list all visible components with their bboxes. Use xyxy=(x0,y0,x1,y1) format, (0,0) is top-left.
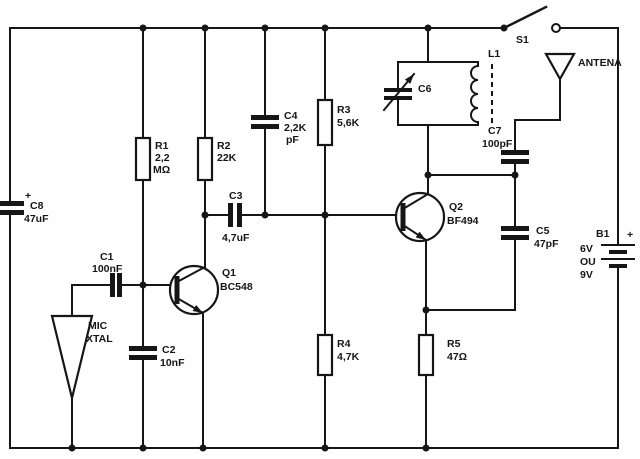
b1-voltage-2: OU xyxy=(580,256,596,268)
c2-label: C2 xyxy=(162,344,176,356)
switch-s1: S1 xyxy=(500,5,561,46)
capacitor-c4: C4 2,2K pF xyxy=(251,110,307,146)
r4-label: R4 xyxy=(337,338,351,350)
microphone-mic: MIC XTAL xyxy=(50,314,113,399)
q2-label: Q2 xyxy=(449,201,463,213)
junction-dots xyxy=(68,24,519,452)
c6-label: C6 xyxy=(418,83,432,95)
transistor-q2: Q2 BF494 xyxy=(394,191,479,243)
c8-value: 47uF xyxy=(24,213,49,225)
resistor-r4: R4 4,7K xyxy=(316,333,360,377)
q2-part: BF494 xyxy=(447,215,479,227)
r5-value: 47Ω xyxy=(447,351,467,363)
r4-value: 4,7K xyxy=(337,351,360,363)
c8-polarity-label: + xyxy=(25,190,31,202)
c1-label: C1 xyxy=(100,251,114,263)
c5-value: 47pF xyxy=(534,238,559,250)
battery-b1: B1 + 6V OU 9V xyxy=(580,228,635,281)
r2-value: 22K xyxy=(217,152,237,164)
antenna-symbol: ANTENA xyxy=(544,52,622,82)
wires xyxy=(9,27,619,449)
b1-voltage-3: 9V xyxy=(580,269,593,281)
capacitor-c1: C1 100nF xyxy=(92,251,123,297)
r1-label: R1 xyxy=(155,140,169,152)
c3-label: C3 xyxy=(229,190,243,202)
q1-part: BC548 xyxy=(220,281,253,293)
b1-voltage-1: 6V xyxy=(580,243,593,255)
capacitor-c5: C5 47pF xyxy=(501,225,559,250)
c4-label: C4 xyxy=(284,110,298,122)
c1-value: 100nF xyxy=(92,263,123,275)
b1-polarity: + xyxy=(627,229,633,241)
c3-value: 4,7uF xyxy=(222,232,250,244)
s1-label: S1 xyxy=(516,34,529,46)
c5-label: C5 xyxy=(536,225,550,237)
b1-label: B1 xyxy=(596,228,610,240)
c7-label: C7 xyxy=(488,125,502,137)
resistor-r2: R2 22K xyxy=(196,136,237,182)
trimmer-c6: C6 xyxy=(382,72,432,112)
resistor-r3: R3 5,6K xyxy=(316,98,360,147)
tank-circuit: C6 L1 xyxy=(382,48,500,126)
resistor-r1: R1 2,2 MΩ xyxy=(134,136,170,182)
c8-label: C8 xyxy=(30,200,44,212)
l1-label: L1 xyxy=(488,48,500,60)
capacitor-c8: + C8 47uF xyxy=(0,190,49,225)
capacitor-c7: C7 100pF xyxy=(482,125,529,164)
resistor-r5: R5 47Ω xyxy=(417,333,467,377)
c4-unit: pF xyxy=(286,134,299,146)
transistor-q1: Q1 BC548 xyxy=(168,264,253,316)
r2-label: R2 xyxy=(217,140,231,152)
c4-value: 2,2K xyxy=(284,122,307,134)
r1-unit: MΩ xyxy=(153,164,170,176)
capacitor-c2: C2 10nF xyxy=(129,344,185,369)
r3-value: 5,6K xyxy=(337,117,360,129)
capacitor-c3: C3 4,7uF xyxy=(222,190,250,244)
r1-value: 2,2 xyxy=(155,152,170,164)
c7-value: 100pF xyxy=(482,138,513,150)
mic-label: MIC xyxy=(88,320,108,332)
r3-label: R3 xyxy=(337,104,351,116)
mic-type: XTAL xyxy=(86,333,113,345)
antenna-label: ANTENA xyxy=(578,57,622,69)
r5-label: R5 xyxy=(447,338,461,350)
c2-value: 10nF xyxy=(160,357,185,369)
q1-label: Q1 xyxy=(222,267,236,279)
inductor-l1: L1 xyxy=(470,48,500,126)
